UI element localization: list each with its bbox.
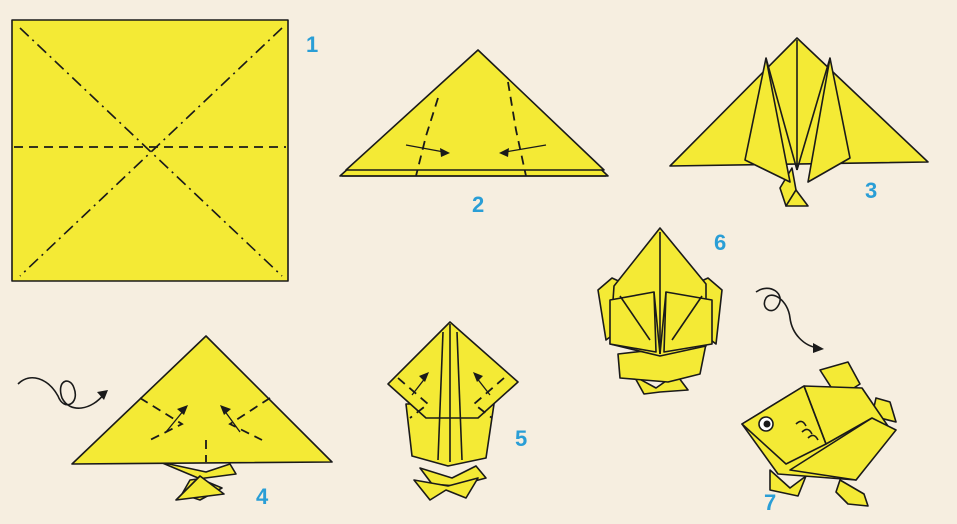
step-number-2: 2	[472, 194, 484, 216]
turn-over-arrow-icon	[18, 378, 108, 408]
step-2-triangle	[340, 50, 608, 176]
step-number-1: 1	[306, 34, 318, 56]
turn-over-arrow-icon	[756, 288, 824, 353]
step-3-folded	[670, 38, 928, 206]
step-number-7: 7	[764, 492, 776, 514]
step-number-6: 6	[714, 232, 726, 254]
step-1-square	[12, 20, 288, 281]
step-number-4: 4	[256, 486, 268, 508]
step-4-triangle	[72, 336, 332, 500]
step-number-5: 5	[515, 428, 527, 450]
step-number-3: 3	[865, 180, 877, 202]
step-6-folded	[598, 228, 722, 394]
step-5-folded	[388, 322, 518, 500]
step-7-fish	[742, 362, 896, 506]
